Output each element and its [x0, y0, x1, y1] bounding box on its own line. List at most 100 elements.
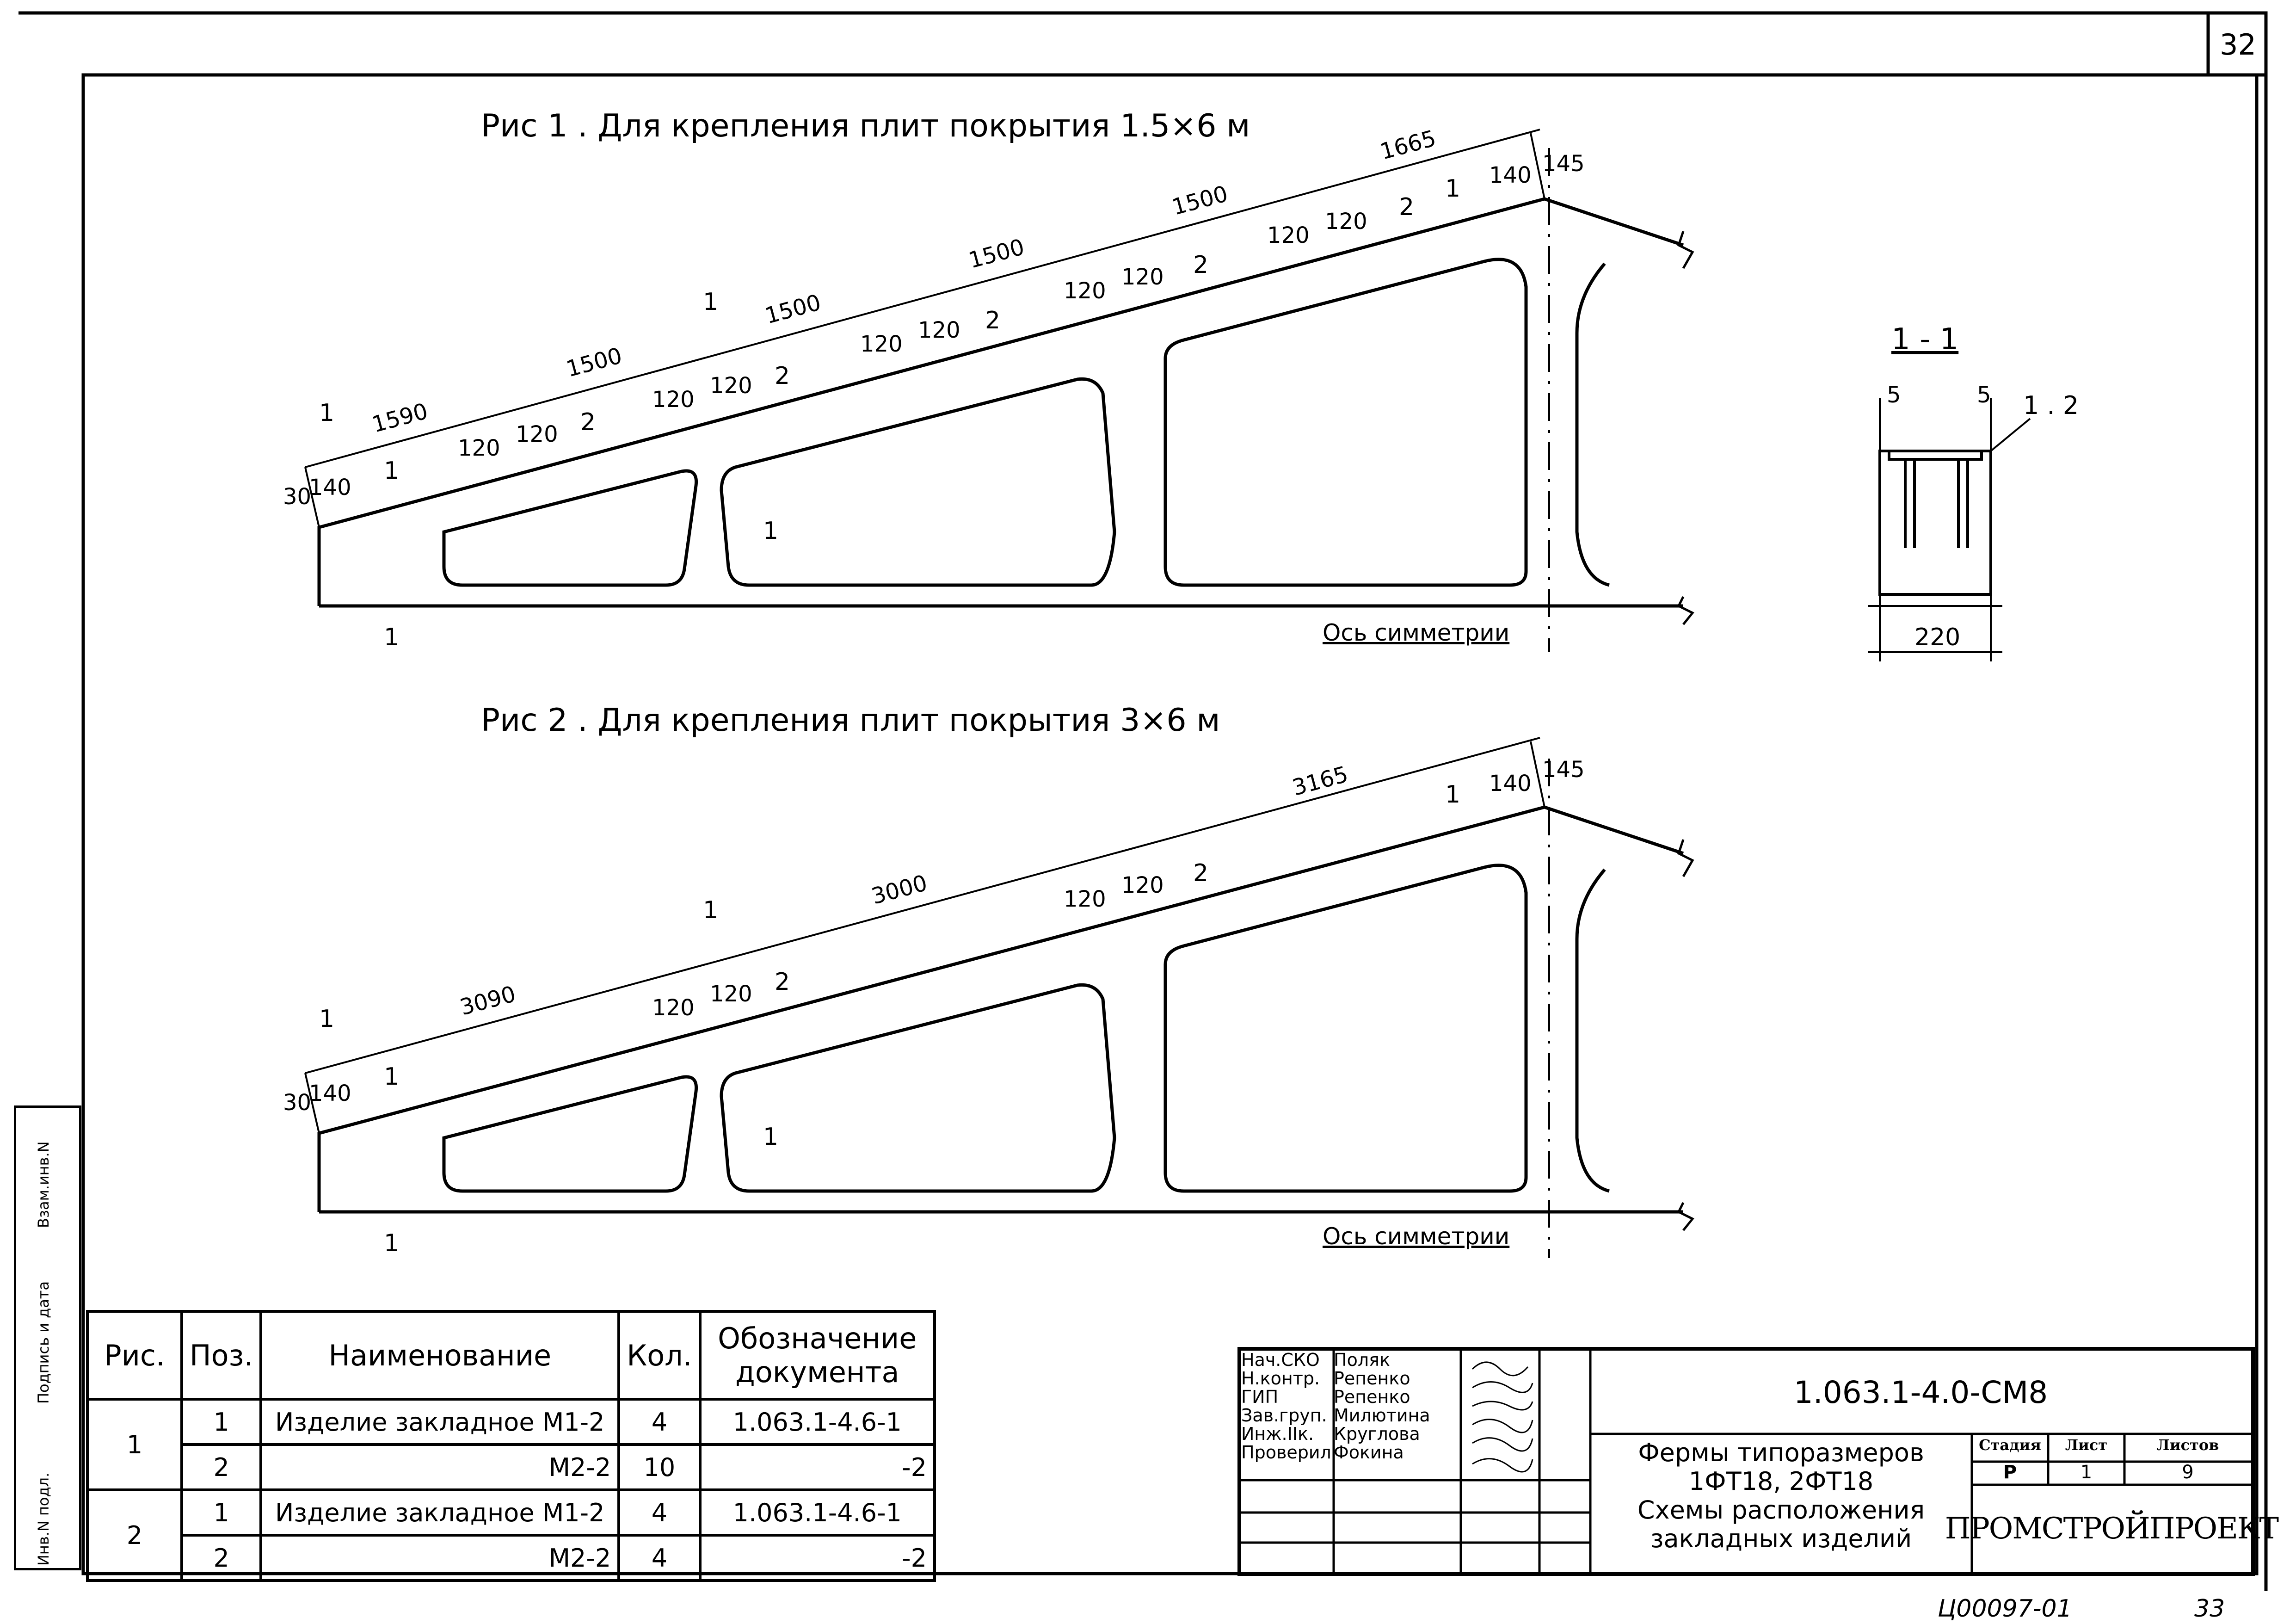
truss-2-break-marks — [1677, 839, 1694, 1231]
figure-2: Рис 2 . Для крепления плит покрытия 3×6 … — [283, 702, 1694, 1258]
dim-120-f: 120 — [918, 317, 960, 343]
dim-120-f2-b: 120 — [710, 981, 752, 1007]
dim-140-right-f2: 140 — [1489, 771, 1532, 797]
pos-1-left: 1 — [384, 457, 399, 485]
pos-2-b-f2: 2 — [1193, 859, 1208, 887]
dim-3000: 3000 — [869, 870, 930, 910]
dim-120-b: 120 — [516, 421, 558, 447]
spec-fig: 1 — [86, 1398, 183, 1491]
signatures — [1471, 1361, 1533, 1473]
dim-120-i: 120 — [1267, 222, 1310, 248]
spec-header-pos: Поз. — [180, 1310, 263, 1401]
section-mark-c: 1 — [763, 517, 778, 545]
section-mark-b: 1 — [703, 288, 718, 316]
table-row: 1 1 Изделие закладное М1-2 4 1.063.1-4.6… — [86, 1398, 936, 1491]
dim-140: 140 — [309, 475, 351, 500]
section-1-1: 1 - 1 5 5 1 . 2 220 — [1868, 322, 2079, 661]
dim-120-d: 120 — [710, 373, 752, 399]
figure-1-title: Рис 1 . Для крепления плит покрытия 1.5×… — [481, 108, 1250, 144]
spec-qty: 10 — [617, 1443, 702, 1491]
dim-120-g: 120 — [1064, 278, 1106, 304]
sheet-frame — [18, 11, 2268, 1591]
section-width-220: 220 — [1914, 624, 1960, 651]
table-row: 2 М2-2 4 -2 — [87, 1534, 936, 1582]
title-block-grid — [1241, 1351, 2251, 1572]
pos-1-right: 1 — [1445, 175, 1460, 203]
dim-140-f2: 140 — [309, 1081, 351, 1106]
table-row: 2 М2-2 10 -2 — [87, 1443, 936, 1491]
role-row: Инж.IIк.Круглова — [1241, 1424, 1420, 1444]
section-mark-f2-b: 1 — [703, 896, 718, 924]
dimension-line-1 — [304, 129, 1545, 528]
section-mark-f2-c: 1 — [763, 1123, 778, 1151]
dim-120-e: 120 — [860, 331, 903, 357]
spec-doc: 1.063.1-4.6-1 — [698, 1488, 936, 1537]
sheet-value: 1 — [2080, 1462, 2093, 1483]
role-row: Н.контр.Репенко — [1241, 1368, 1410, 1389]
pos-2-a: 2 — [580, 408, 596, 436]
dim-1500-c: 1500 — [966, 234, 1027, 274]
spec-name: М2-2 — [259, 1534, 621, 1582]
dim-30-f2: 30 — [283, 1090, 311, 1116]
side-podpis: Подпись и дата — [35, 1281, 52, 1404]
side-stamp: Взам.инв.N Подпись и дата Инв.N подл. — [14, 1105, 81, 1570]
stage-label: Стадия — [1979, 1436, 2041, 1454]
spec-header-doc: Обозначение документа — [698, 1310, 936, 1401]
spec-header-row: Рис. Поз. Наименование Кол. Обозначение … — [86, 1310, 936, 1401]
section-callout: 1 . 2 — [2023, 391, 2079, 420]
spec-pos: 2 — [180, 1443, 263, 1491]
spec-pos: 1 — [180, 1398, 263, 1446]
dim-1500-b: 1500 — [763, 290, 824, 329]
dimension-line-2 — [304, 737, 1545, 1134]
section-mark-d: 1 — [384, 624, 399, 651]
truss-2-outline — [317, 805, 1684, 1214]
symmetry-axis-label-1: Ось симметрии — [1323, 619, 1509, 646]
dim-120-j: 120 — [1325, 209, 1367, 235]
stage-value: Р — [2003, 1462, 2017, 1483]
dim-120-a: 120 — [458, 435, 500, 461]
pos-2-e: 2 — [1399, 193, 1414, 221]
archive-code: Ц00097-01 — [1938, 1595, 2072, 1623]
spec-doc: -2 — [698, 1443, 936, 1491]
symmetry-axis-label-2: Ось симметрии — [1323, 1223, 1509, 1250]
dim-120-h: 120 — [1121, 264, 1164, 290]
dim-3165: 3165 — [1290, 761, 1351, 801]
dim-1590: 1590 — [369, 398, 431, 438]
sheets-label: Листов — [2156, 1436, 2219, 1454]
dim-145-f2: 145 — [1542, 757, 1585, 783]
doc-code: 1.063.1-4.0-СМ8 — [1793, 1374, 2048, 1410]
spec-name: М2-2 — [259, 1443, 621, 1491]
spec-doc: 1.063.1-4.6-1 — [698, 1398, 936, 1446]
dim-120-f2-d: 120 — [1121, 872, 1164, 898]
dim-120-f2-a: 120 — [652, 995, 695, 1021]
section-dim-5-left: 5 — [1887, 382, 1901, 408]
spec-header-name: Наименование — [259, 1310, 621, 1401]
truss-1-outline — [317, 197, 1684, 608]
spec-fig: 2 — [86, 1488, 183, 1582]
side-vzam: Взам.инв.N — [35, 1141, 52, 1228]
organization: ПРОМСТРОЙПРОЕКТ — [1945, 1512, 2279, 1546]
section-dim-5-right: 5 — [1977, 382, 1991, 408]
dim-3090: 3090 — [457, 981, 518, 1021]
figure-2-title: Рис 2 . Для крепления плит покрытия 3×6 … — [481, 702, 1220, 739]
pos-2-a-f2: 2 — [775, 968, 790, 996]
pos-1-right-f2: 1 — [1445, 781, 1460, 809]
table-row: 2 1 Изделие закладное М1-2 4 1.063.1-4.6… — [86, 1488, 936, 1582]
spec-pos: 1 — [180, 1488, 263, 1537]
spec-qty: 4 — [617, 1488, 702, 1537]
section-mark-a: 1 — [319, 399, 334, 427]
spec-qty: 4 — [617, 1398, 702, 1446]
dim-1500-a: 1500 — [564, 343, 625, 383]
spec-doc: -2 — [698, 1534, 936, 1582]
section-mark-f2-a: 1 — [319, 1005, 334, 1033]
dim-120-f2-c: 120 — [1064, 886, 1106, 912]
spec-name: Изделие закладное М1-2 — [259, 1398, 621, 1446]
spec-header-qty: Кол. — [617, 1310, 702, 1401]
figure-1: Рис 1 . Для крепления плит покрытия 1.5×… — [283, 108, 1694, 652]
dim-1500-d: 1500 — [1170, 181, 1231, 221]
pos-2-d: 2 — [1193, 251, 1208, 279]
section-mark-f2-d: 1 — [384, 1229, 399, 1257]
